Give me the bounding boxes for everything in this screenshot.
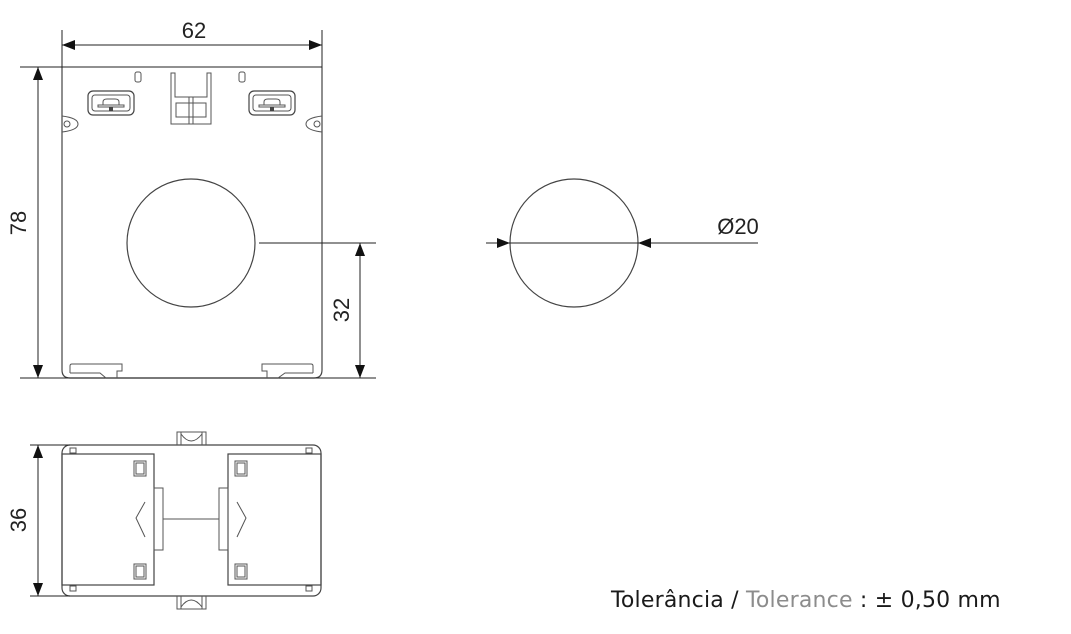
right-top-terminal-inner: [236, 462, 246, 475]
arrow-right-icon: [309, 40, 322, 50]
front-view: 62 78 32: [6, 18, 376, 379]
arrow-down-icon: [33, 365, 43, 378]
tolerance-label-en: Tolerance: [746, 588, 853, 613]
left-bottom-terminal: [133, 563, 147, 580]
right-bottom-terminal-inner: [236, 565, 246, 578]
arrow-down-icon: [33, 583, 43, 596]
tolerance-note: Tolerância / Tolerance : ± 0,50 mm: [611, 588, 1001, 613]
bridge-right-plate: [218, 487, 229, 551]
tolerance-value: ± 0,50 mm: [874, 588, 1001, 613]
depth-label: 36: [6, 508, 31, 532]
left-terminal-screw: [87, 90, 135, 116]
arrow-right-icon: [497, 238, 510, 248]
front-body-outline: [61, 67, 323, 379]
right-mounting-ear: [305, 115, 323, 133]
height-label: 78: [6, 211, 31, 235]
arrow-up-icon: [33, 67, 43, 80]
width-label: 62: [182, 18, 206, 43]
hole-detail: Ø20: [486, 178, 759, 308]
primary-hole: [126, 178, 256, 308]
corner-mark: [305, 585, 313, 592]
arrow-up-icon: [33, 445, 43, 458]
hole-height-label: 32: [329, 298, 354, 322]
right-bottom-terminal: [234, 563, 248, 580]
bottom-clip-tab: [176, 596, 207, 610]
right-din-foot: [261, 363, 314, 379]
tolerance-label-pt: Tolerância: [611, 588, 724, 613]
right-top-terminal: [234, 460, 248, 477]
right-terminal-screw: [248, 90, 296, 116]
left-top-terminal: [133, 460, 147, 477]
arrow-up-icon: [355, 243, 365, 256]
tolerance-colon: :: [859, 588, 868, 613]
top-clip-tab: [176, 431, 207, 445]
left-small-slot: [134, 71, 142, 83]
diameter-label: Ø20: [717, 214, 759, 239]
left-direction-arrow-icon: [135, 501, 146, 538]
central-clip: [170, 72, 212, 125]
corner-mark: [69, 447, 77, 454]
bottom-view: 36: [6, 431, 322, 610]
right-small-slot: [238, 71, 246, 83]
bottom-body-outline: [61, 444, 322, 597]
arrow-down-icon: [355, 365, 365, 378]
arrow-left-icon: [62, 40, 75, 50]
left-bottom-terminal-inner: [135, 565, 145, 578]
corner-mark: [69, 585, 77, 592]
left-ear-hole: [63, 120, 71, 128]
tolerance-separator: /: [731, 588, 739, 613]
left-mounting-ear: [61, 115, 79, 133]
bridge-left-plate: [153, 487, 164, 551]
left-top-terminal-inner: [135, 462, 145, 475]
arrow-left-icon: [638, 238, 651, 248]
corner-mark: [305, 447, 313, 454]
right-ear-hole: [313, 120, 321, 128]
left-din-foot: [69, 363, 123, 379]
right-direction-arrow-icon: [236, 501, 247, 538]
